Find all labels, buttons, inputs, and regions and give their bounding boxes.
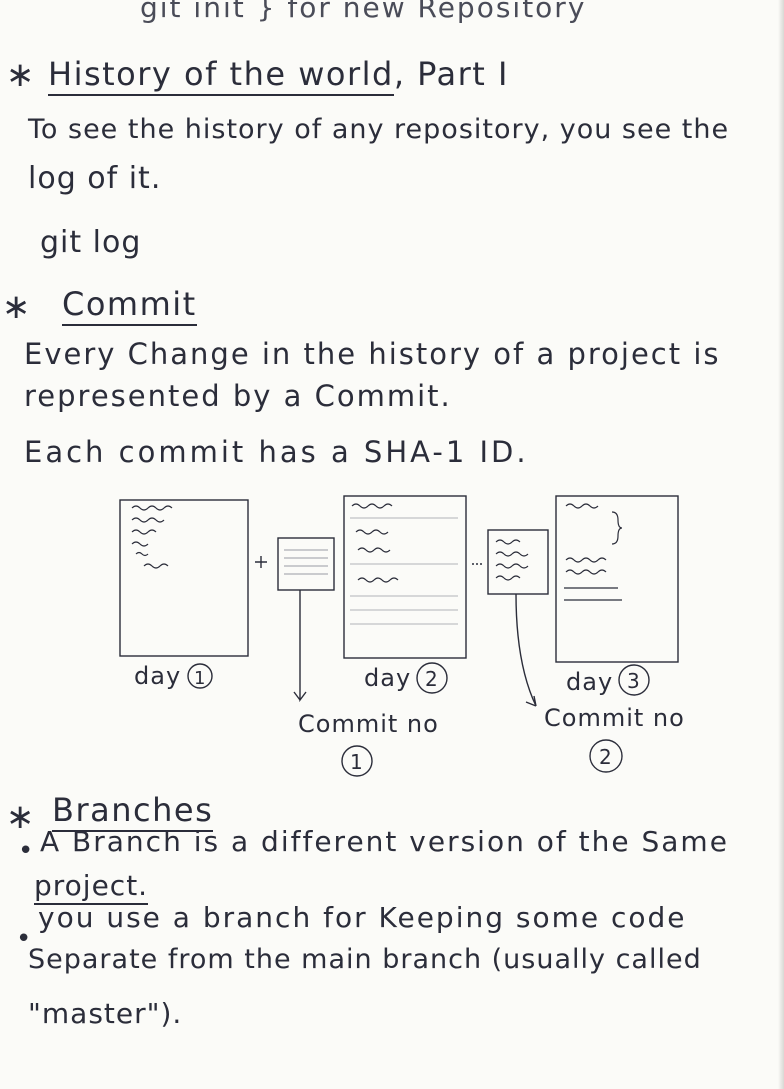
commit-star: ∗ xyxy=(2,287,32,327)
branch-2-line-1: you use a branch for Keeping some code xyxy=(38,901,687,934)
commit-1-label: Commit no xyxy=(298,710,439,738)
top-line: git init } for new Repository xyxy=(140,0,587,24)
branch-2-line-3: "master"). xyxy=(28,997,183,1030)
branches-star: ∗ xyxy=(6,797,36,837)
commit-line-3: Each commit has a SHA-1 ID. xyxy=(24,435,529,469)
day-1-scribbles xyxy=(131,505,173,569)
branch-1-line-2-text: project. xyxy=(34,869,149,905)
history-heading-text: History of the world xyxy=(48,55,394,96)
branch-2-line-2: Separate from the main branch (usually c… xyxy=(28,944,702,975)
commit-1-number: 1 xyxy=(350,750,363,774)
branch-1-line-1: A Branch is a different version of the S… xyxy=(40,825,729,858)
commit-2-arrow xyxy=(515,593,537,707)
commit-1-arrow xyxy=(293,590,307,703)
commit-1-circle xyxy=(341,745,373,777)
commit-2-label: Commit no xyxy=(544,704,685,732)
history-heading: History of the world, Part I xyxy=(48,55,509,96)
history-heading-suffix: , Part I xyxy=(393,55,509,93)
day-3-page xyxy=(555,495,679,663)
history-star: ∗ xyxy=(6,55,36,95)
branch-1-line-2: project. xyxy=(34,869,149,905)
day-1-circle xyxy=(187,663,213,689)
git-log-command: git log xyxy=(40,225,142,260)
page-edge-shadow xyxy=(778,0,784,1089)
commit-line-2: represented by a Commit. xyxy=(24,379,452,413)
commit-heading-text: Commit xyxy=(62,285,197,326)
bullet-1: • xyxy=(18,836,35,866)
day-2-circle xyxy=(416,662,448,694)
day-1-label: day xyxy=(134,662,181,690)
day-3-circle xyxy=(618,664,650,696)
day-3-label: day xyxy=(566,668,613,696)
commit-2-number: 2 xyxy=(599,745,612,769)
day-1-number: 1 xyxy=(194,668,205,689)
commit-diagram: day 1 day 2 day 3 Commit no 1 Commit no … xyxy=(119,495,685,777)
branches-heading: Branches xyxy=(52,791,214,832)
day-2-number: 2 xyxy=(425,667,438,691)
day-3-number: 3 xyxy=(627,669,640,693)
commit-2-doc xyxy=(487,529,549,595)
plus-mark xyxy=(255,556,267,568)
day-2-label: day xyxy=(364,664,411,692)
commit-heading: Commit xyxy=(62,285,197,326)
history-line-2: log of it. xyxy=(28,161,162,196)
history-line-1: To see the history of any repository, yo… xyxy=(28,114,730,145)
commit-1-doc xyxy=(277,537,335,591)
commit-line-1: Every Change in the history of a project… xyxy=(24,337,721,371)
commit-2-circle xyxy=(589,739,623,773)
bullet-2: • xyxy=(16,924,33,954)
branches-heading-text: Branches xyxy=(52,791,214,832)
day-2-page xyxy=(343,495,467,659)
day-1-page xyxy=(119,499,249,657)
